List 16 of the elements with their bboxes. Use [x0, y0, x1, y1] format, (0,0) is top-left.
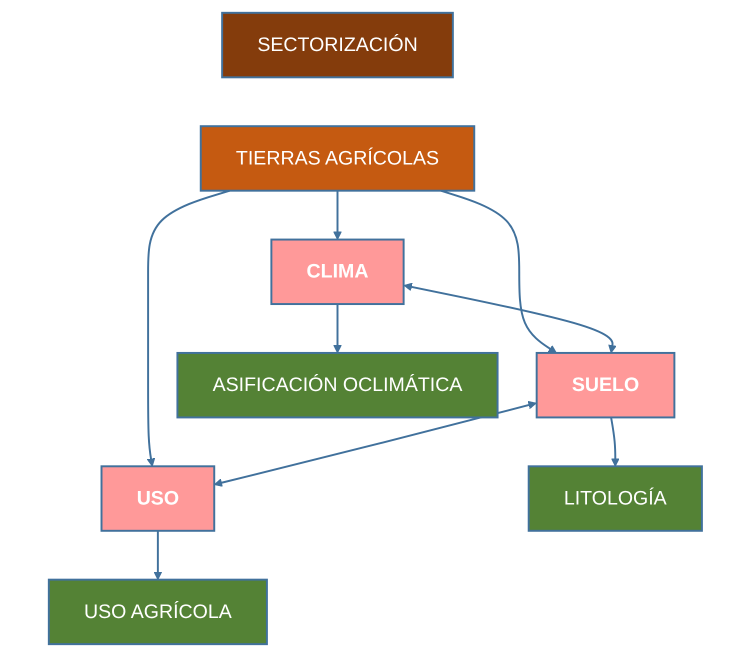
node-box: LITOLOGÍA [528, 465, 704, 532]
node-box: CLIMA [270, 238, 405, 306]
arrow [214, 400, 537, 487]
arrow [333, 304, 342, 354]
arrow [333, 190, 342, 240]
node-box: USO AGRÍCOLA [48, 578, 268, 646]
arrow [146, 190, 230, 467]
node-box: USO [100, 465, 216, 532]
arrow [610, 417, 620, 467]
arrow [404, 282, 617, 354]
node-box: SECTORIZACIÓN [221, 12, 454, 78]
node-box: SUELO [536, 352, 676, 418]
arrow [440, 190, 557, 354]
node-box: ASIFICACIÓN OCLIMÁTICA [176, 352, 499, 418]
arrow [154, 530, 162, 580]
node-box: TIERRAS AGRÍCOLAS [200, 125, 476, 192]
